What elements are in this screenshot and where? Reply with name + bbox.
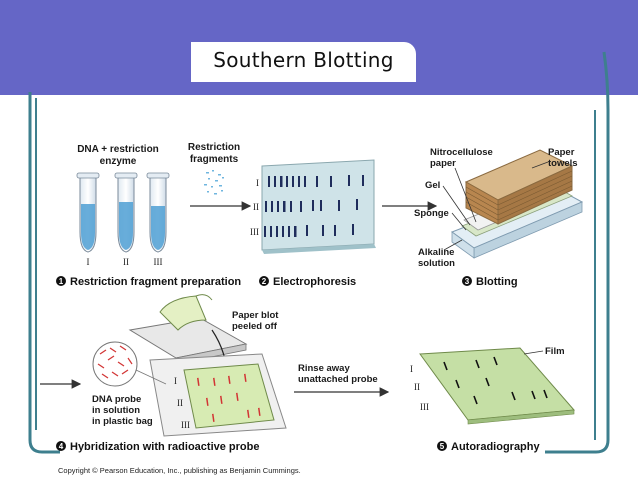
panel-hybridization: Paper blot peeled off I II III DNA probe [40, 294, 287, 453]
fragment-dots [204, 170, 224, 195]
step-badge-2 [259, 276, 269, 286]
step-caption-1: Restriction fragment preparation [70, 276, 241, 288]
panel1-header-line2: enzyme [100, 156, 137, 167]
frame-right-border [545, 51, 610, 454]
rinse-label-line2: unattached probe [298, 374, 378, 385]
step-number-3: 3 [465, 277, 470, 286]
panel-blotting: Nitrocellulose paper Paper towels Gel Sp… [414, 147, 584, 288]
step-number-1: 1 [59, 277, 64, 286]
step-badge-3 [462, 276, 472, 286]
step-number-5: 5 [440, 442, 445, 451]
step-number-4: 4 [59, 442, 64, 451]
panel-autoradiography: I II III Film 5 Autoradiography [410, 346, 576, 453]
probe-molecules [97, 345, 133, 379]
frame-left-border [28, 92, 60, 454]
tube-1 [76, 172, 100, 253]
alkaline-label-line1: Alkaline [418, 247, 454, 258]
tube-label-3: III [154, 257, 163, 267]
step-number-2: 2 [262, 277, 267, 286]
panel-electrophoresis: I II III 2 Electrophoresis [250, 159, 376, 288]
tube-label-1: I [87, 257, 90, 267]
rinse-label-line1: Rinse away [298, 363, 350, 374]
panel-restriction-prep: DNA + restriction enzyme I II III 1 Rest… [56, 144, 241, 288]
step-caption-4: Hybridization with radioactive probe [70, 441, 259, 453]
peel-label-line1: Paper blot [232, 310, 279, 321]
nitrocellulose-label-line1: Nitrocellulose [430, 147, 493, 158]
sponge-label: Sponge [414, 208, 449, 219]
arrow-hybridization-to-autoradiography: Rinse away unattached probe [294, 363, 390, 397]
towel-stack-lines [465, 170, 573, 221]
step-caption-2: Electrophoresis [273, 276, 356, 288]
probe-label-line2: in solution [92, 405, 140, 416]
step-caption-5: Autoradiography [451, 441, 540, 453]
hyb-lane-label-1: I [174, 376, 177, 386]
step-caption-3: Blotting [476, 276, 518, 288]
paper-blot-curl [159, 295, 207, 331]
peel-label-line2: peeled off [232, 321, 278, 332]
gel-lane-label-3: III [250, 227, 259, 237]
film-lane-label-2: II [414, 382, 420, 392]
nitrocellulose-label-line2: paper [430, 158, 456, 169]
paper-towels-side [497, 165, 573, 225]
panel1-header-line1: DNA + restriction [77, 144, 159, 155]
film-label: Film [545, 346, 565, 357]
step-badge-5 [437, 441, 447, 451]
tube-3 [146, 172, 170, 253]
arrow-prep-to-electrophoresis: Restriction fragments [188, 142, 252, 211]
film-sheet [419, 347, 576, 421]
gel-bands-lane-2 [265, 199, 358, 212]
step-badge-1 [56, 276, 66, 286]
gel-bands-lane-1 [268, 175, 364, 187]
film-lane-label-1: I [410, 364, 413, 374]
towels-label-line1: Paper [548, 147, 575, 158]
hyb-membrane [183, 363, 275, 429]
hyb-lane-label-2: II [177, 398, 183, 408]
hyb-lane-label-3: III [181, 420, 190, 430]
hyb-red-bands [197, 373, 261, 422]
probe-magnifier [92, 341, 138, 387]
alkaline-label-line2: solution [418, 258, 455, 269]
gel-lane-label-1: I [256, 178, 259, 188]
step-badge-4 [56, 441, 66, 451]
probe-label-line3: in plastic bag [92, 416, 153, 427]
tray-front [451, 231, 475, 259]
film-bands [443, 356, 548, 405]
gel-label: Gel [425, 180, 440, 191]
tube-2 [114, 172, 138, 253]
towels-label-line2: towels [548, 158, 578, 169]
gel-edge [262, 244, 376, 254]
tube-label-2: II [123, 257, 129, 267]
film-lane-label-3: III [420, 402, 429, 412]
panel2-header-line1: Restriction [188, 142, 240, 153]
gel-lane-label-2: II [253, 202, 259, 212]
copyright-notice: Copyright © Pearson Education, Inc., pub… [58, 466, 301, 475]
slide-title: Southern Blotting [213, 48, 394, 72]
panel2-header-line2: fragments [190, 154, 239, 165]
probe-label-line1: DNA probe [92, 394, 141, 405]
gel-bands-lane-3 [264, 224, 354, 237]
title-box [191, 42, 416, 82]
